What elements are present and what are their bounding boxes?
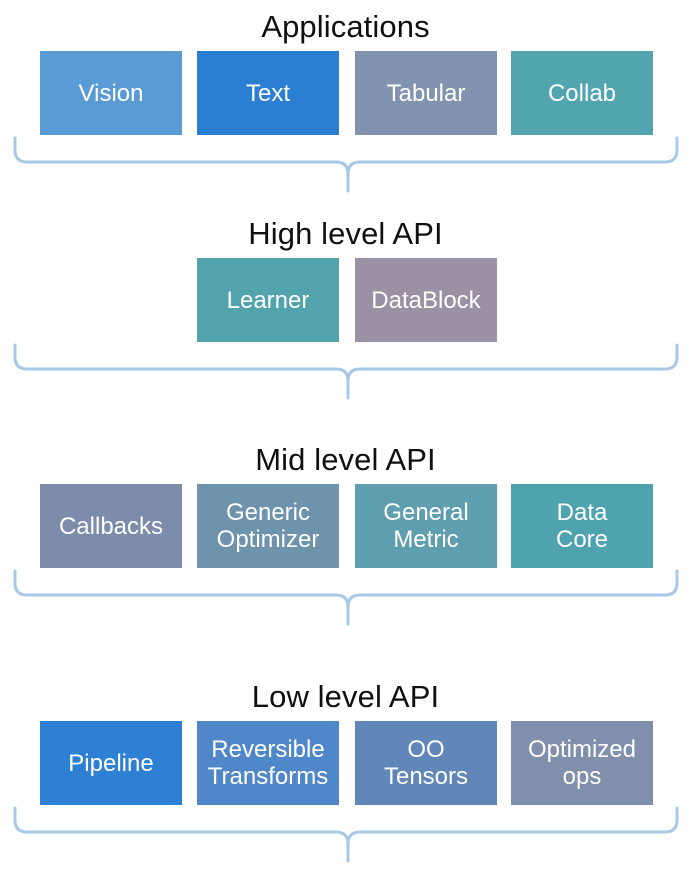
brace-icon xyxy=(13,136,679,193)
box-row-high-level-api: Learner DataBlock xyxy=(0,258,691,342)
box-pipeline[interactable]: Pipeline xyxy=(40,721,182,805)
box-label-collab: Collab xyxy=(547,79,617,107)
box-text[interactable]: Text xyxy=(197,51,339,135)
layer-title-applications: Applications xyxy=(261,9,430,44)
layer-title-mid-level-api: Mid level API xyxy=(255,442,436,477)
box-datablock[interactable]: DataBlock xyxy=(355,258,497,342)
box-learner[interactable]: Learner xyxy=(197,258,339,342)
brace-icon xyxy=(13,806,679,863)
box-label-vision: Vision xyxy=(78,79,144,107)
box-label-optimized-ops: Optimized ops xyxy=(527,736,637,790)
layer-mid-level-api: Mid level API Callbacks Generic Optimize… xyxy=(0,441,691,626)
box-label-oo-tensors: OO Tensors xyxy=(383,736,469,790)
box-label-pipeline: Pipeline xyxy=(68,749,154,777)
box-generic-optimizer[interactable]: Generic Optimizer xyxy=(197,484,339,568)
box-label-datablock: DataBlock xyxy=(371,286,481,314)
brace-mid-level-api xyxy=(0,568,691,626)
brace-icon xyxy=(13,343,679,400)
box-oo-tensors[interactable]: OO Tensors xyxy=(355,721,497,805)
box-label-generic-optimizer: Generic Optimizer xyxy=(216,499,320,553)
box-row-low-level-api: Pipeline Reversible Transforms OO Tensor… xyxy=(0,721,691,805)
box-data-core[interactable]: Data Core xyxy=(511,484,653,568)
box-label-learner: Learner xyxy=(226,286,310,314)
layer-title-low-level-api: Low level API xyxy=(251,679,440,714)
box-row-applications: Vision Text Tabular Collab xyxy=(0,51,691,135)
box-row-mid-level-api: Callbacks Generic Optimizer General Metr… xyxy=(0,484,691,568)
box-reversible-transforms[interactable]: Reversible Transforms xyxy=(197,721,339,805)
box-collab[interactable]: Collab xyxy=(511,51,653,135)
box-callbacks[interactable]: Callbacks xyxy=(40,484,182,568)
box-label-general-metric: General Metric xyxy=(383,499,469,553)
box-vision[interactable]: Vision xyxy=(40,51,182,135)
brace-applications xyxy=(0,135,691,193)
brace-icon xyxy=(13,569,679,626)
box-label-callbacks: Callbacks xyxy=(58,512,164,540)
box-general-metric[interactable]: General Metric xyxy=(355,484,497,568)
box-label-text: Text xyxy=(245,79,290,107)
box-label-data-core: Data Core xyxy=(555,499,609,553)
brace-high-level-api xyxy=(0,342,691,400)
layer-high-level-api: High level API Learner DataBlock xyxy=(0,215,691,400)
layer-applications: Applications Vision Text Tabular Collab xyxy=(0,8,691,193)
brace-low-level-api xyxy=(0,805,691,863)
layer-title-high-level-api: High level API xyxy=(248,216,443,251)
box-label-tabular: Tabular xyxy=(386,79,466,107)
box-tabular[interactable]: Tabular xyxy=(355,51,497,135)
box-label-reversible-transforms: Reversible Transforms xyxy=(207,736,329,790)
layer-low-level-api: Low level API Pipeline Reversible Transf… xyxy=(0,678,691,863)
box-optimized-ops[interactable]: Optimized ops xyxy=(511,721,653,805)
